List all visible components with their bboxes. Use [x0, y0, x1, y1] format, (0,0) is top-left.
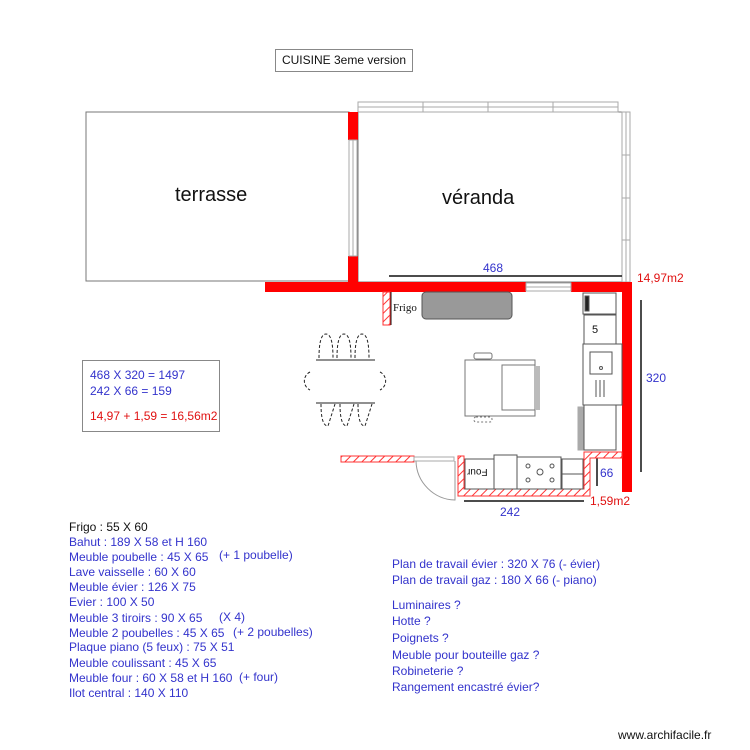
area-small: 1,59m2: [590, 494, 631, 508]
area-main: 14,97m2: [637, 271, 684, 285]
central-island: [464, 352, 540, 423]
hob-count-label: 5: [592, 324, 599, 336]
small-area-wall: [457, 451, 623, 497]
list-item: Meuble évier : 126 X 75: [69, 580, 196, 594]
list-item-note: (+ 1 poubelle): [219, 548, 293, 562]
terrasse-room: [85, 111, 350, 282]
question-item: Rangement encastré évier?: [392, 680, 540, 694]
list-item: Meuble 3 tiroirs : 90 X 65: [69, 611, 203, 625]
dimension-468: 468: [483, 261, 504, 275]
veranda-top-windows: [357, 101, 619, 113]
frigo-wall: [382, 291, 391, 326]
list-item-note: (+ four): [239, 670, 279, 684]
right-cabinets: [577, 292, 623, 451]
question-item: Hotte ?: [392, 614, 431, 628]
watermark-link[interactable]: www.archifacile.fr: [618, 728, 712, 742]
bottom-cabinets: [464, 454, 584, 490]
dining-table: [303, 333, 387, 427]
list-item: Plaque piano (5 feux) : 75 X 51: [69, 640, 235, 654]
list-item: Meuble four : 60 X 58 et H 160: [69, 671, 233, 685]
room-label-terrasse: terrasse: [175, 184, 248, 206]
list-item-note: (X 4): [219, 610, 246, 624]
dimension-66: 66: [600, 466, 614, 480]
bottom-wall: [340, 455, 415, 463]
wall-windows: [348, 139, 572, 292]
plan-title: CUISINE 3eme version: [275, 49, 413, 72]
list-item-note: (+ 2 poubelles): [233, 625, 313, 639]
four-label: Four: [467, 466, 488, 477]
room-label-veranda: véranda: [442, 187, 515, 209]
walls: [265, 112, 632, 492]
bahut: [421, 291, 513, 320]
list-item: Frigo : 55 X 60: [69, 520, 148, 534]
list-item: Meuble 2 poubelles : 45 X 65: [69, 626, 225, 640]
list-item: Bahut : 189 X 58 et H 160: [69, 535, 208, 549]
list-item: Evier : 100 X 50: [69, 595, 155, 609]
door-arc: [415, 460, 456, 501]
question-item: Robineterie ?: [392, 664, 464, 678]
frigo-label: Frigo: [393, 302, 417, 314]
list-item: Lave vaisselle : 60 X 60: [69, 565, 196, 579]
calculation-box: 468 X 320 = 1497 242 X 66 = 159 14,97 + …: [82, 360, 220, 432]
list-item: Meuble coulissant : 45 X 65: [69, 656, 217, 670]
calc-line-2: 242 X 66 = 159: [90, 384, 172, 398]
veranda-right-windows: [621, 111, 631, 283]
question-item: Meuble pour bouteille gaz ?: [392, 648, 540, 662]
worktop-item: Plan de travail gaz : 180 X 66 (- piano): [392, 573, 597, 587]
question-item: Poignets ?: [392, 631, 449, 645]
question-item: Luminaires ?: [392, 598, 461, 612]
dimension-320: 320: [646, 371, 667, 385]
calc-total: 14,97 + 1,59 = 16,56m2: [90, 409, 218, 423]
dimension-242: 242: [500, 505, 521, 519]
calc-line-1: 468 X 320 = 1497: [90, 368, 186, 382]
worktop-item: Plan de travail évier : 320 X 76 (- évie…: [392, 557, 601, 571]
list-item: Meuble poubelle : 45 X 65: [69, 550, 209, 564]
veranda-room: [357, 111, 623, 283]
list-item: Ilot central : 140 X 110: [69, 686, 189, 700]
